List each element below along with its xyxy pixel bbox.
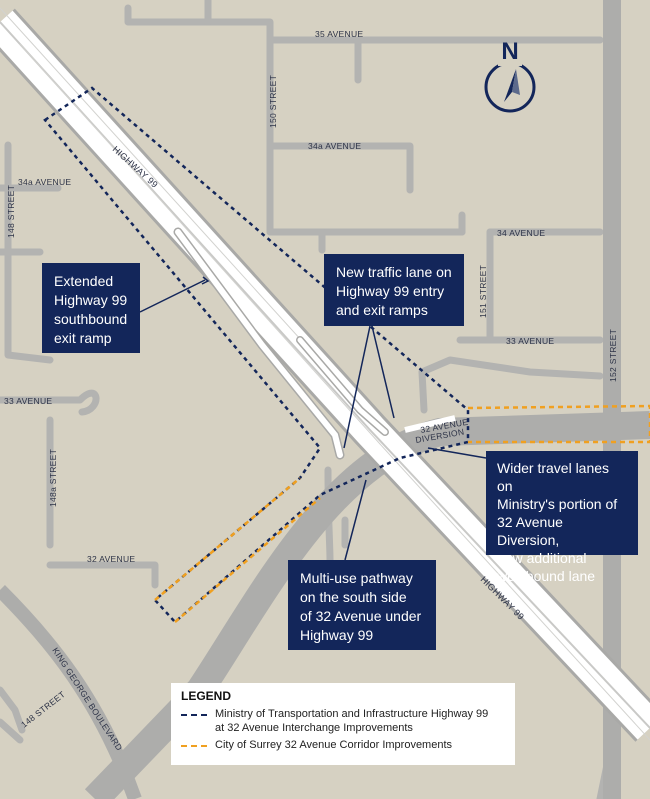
legend-item-surrey: City of Surrey 32 Avenue Corridor Improv… — [181, 738, 505, 752]
map-legend: LEGEND Ministry of Transportation and In… — [171, 683, 515, 765]
street-32-avenue — [46, 561, 159, 589]
highway-99-lane-line-south — [19, 43, 650, 741]
label-35-avenue: 35 AVENUE — [315, 29, 363, 39]
highway-99-median — [0, 21, 650, 729]
compass-needle-dark — [504, 69, 516, 102]
legend-ministry-line1: Ministry of Transportation and Infrastru… — [215, 708, 489, 720]
label-148-street: 148 STREET — [6, 185, 16, 238]
callout-text: new additional — [497, 550, 587, 566]
street-curve-east — [418, 356, 604, 414]
local-streets — [0, 0, 612, 799]
surrey-corridor-boundary-east[interactable] — [467, 404, 650, 444]
label-152-street: 152 STREET — [608, 329, 618, 382]
label-151-street: 151 STREET — [478, 265, 488, 318]
compass-needle-light — [512, 69, 520, 95]
callout-text: on the south side — [300, 589, 407, 605]
callout-multi-use-pathway: Multi-use pathway on the south side of 3… — [288, 560, 436, 650]
street-34a-avenue-east — [266, 142, 414, 194]
callout-text: Ministry's portion of — [497, 496, 618, 512]
callout-pointers — [139, 276, 487, 561]
ministry-line-swatch — [181, 714, 207, 716]
callout-new-traffic-lane: New traffic lane on Highway 99 entry and… — [324, 254, 464, 326]
legend-surrey-line: City of Surrey 32 Avenue Corridor Improv… — [215, 739, 453, 751]
street-148-street-south — [0, 686, 26, 734]
street-south-loop — [324, 466, 334, 564]
callout-text: Highway 99 — [300, 627, 374, 643]
pointer-new-lane-b — [371, 325, 395, 419]
label-34a-avenue-west: 34a AVENUE — [18, 177, 71, 187]
pointer-extended-ramp-head — [201, 276, 210, 285]
compass-gap — [498, 56, 522, 66]
street-sw-spur — [0, 718, 24, 744]
northbound-ramp — [297, 337, 388, 435]
legend-title: LEGEND — [181, 689, 232, 703]
label-148a-street: 148a STREET — [48, 449, 58, 507]
callout-text: southbound — [54, 311, 128, 327]
label-33-avenue-west: 33 AVENUE — [4, 396, 52, 406]
callout-text: of 32 Avenue under — [300, 608, 422, 624]
callout-text: Extended — [54, 273, 114, 289]
callout-text: westbound lane — [497, 568, 596, 584]
label-34-avenue: 34 AVENUE — [497, 228, 545, 238]
label-34a-avenue-east: 34a AVENUE — [308, 141, 361, 151]
legend-surrey-text: City of Surrey 32 Avenue Corridor Improv… — [215, 738, 452, 752]
surrey-line-swatch — [181, 745, 207, 747]
callout-text: Highway 99 entry — [336, 283, 445, 299]
street-148-street-north — [4, 141, 54, 364]
pointer-wider-lanes — [427, 447, 487, 459]
callout-text: Multi-use pathway — [300, 570, 413, 586]
callout-text: 32 Avenue Diversion, — [497, 514, 563, 548]
callout-wider-travel-lanes: Wider travel lanes on Ministry's portion… — [486, 451, 638, 584]
pointer-extended-ramp — [139, 279, 206, 313]
surrey-corridor-boundary-sw[interactable] — [154, 477, 321, 623]
label-32-avenue: 32 AVENUE — [87, 554, 135, 564]
callout-text: exit ramp — [54, 330, 112, 346]
street-150-street — [266, 36, 466, 236]
legend-ministry-line2: at 32 Avenue Interchange Improvements — [215, 722, 413, 734]
highway-99 — [0, 7, 650, 742]
label-33-avenue-east: 33 AVENUE — [506, 336, 554, 346]
southbound-exit-ramp — [175, 229, 343, 458]
compass-letter: N — [501, 38, 518, 65]
callout-extended-exit-ramp: Extended Highway 99 southbound exit ramp — [42, 263, 140, 353]
callout-text: Wider travel lanes on — [497, 460, 610, 494]
ramp-merge-lane — [404, 415, 456, 433]
label-150-street: 150 STREET — [268, 75, 278, 128]
legend-ministry-text: Ministry of Transportation and Infrastru… — [215, 707, 488, 735]
compass-north-arrow-icon: N — [484, 38, 536, 113]
callout-text: Highway 99 — [54, 292, 128, 308]
street-33-avenue-west — [0, 389, 100, 416]
legend-item-ministry: Ministry of Transportation and Infrastru… — [181, 707, 505, 735]
street-35-avenue — [124, 4, 604, 44]
pointer-pathway — [344, 479, 367, 561]
callout-text: and exit ramps — [336, 302, 428, 318]
callout-text: New traffic lane on — [336, 264, 452, 280]
pointer-new-lane-a — [343, 325, 371, 449]
